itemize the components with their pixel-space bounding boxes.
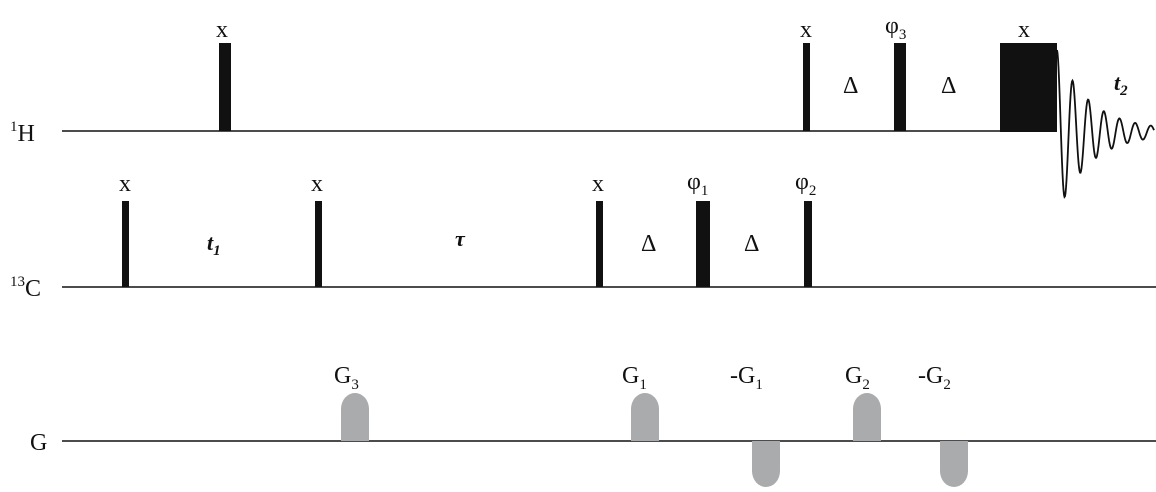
gradient-g2	[853, 393, 881, 441]
gradient-g1-label: G1	[622, 363, 647, 393]
gradient-g2-label: G2	[845, 363, 870, 393]
c13-delay-t1: t1	[207, 230, 221, 259]
c13-pulse-5	[804, 201, 812, 287]
gradient-g1	[631, 393, 659, 441]
gradient-minus-g2	[940, 441, 968, 487]
h1-decoupling-block	[1000, 43, 1057, 132]
gradient-g3-label: G3	[334, 363, 359, 393]
c13-pulse-2	[315, 201, 322, 287]
c13-phase-5: φ2	[795, 169, 816, 199]
gradient-minus-g2-label: -G2	[918, 363, 951, 393]
c13-pulse-1	[122, 201, 129, 287]
c13-channel: 13C x t1 x τ x Δ φ1 Δ φ2	[10, 169, 1156, 302]
gradient-minus-g1	[752, 441, 780, 487]
h1-channel-label: 1H	[10, 119, 35, 147]
c13-phase-1: x	[119, 171, 131, 197]
c13-pulse-180	[696, 201, 710, 287]
c13-phase-2: x	[311, 171, 323, 197]
c13-pulse-3	[596, 201, 603, 287]
h1-pulse-180	[894, 43, 906, 131]
c13-delay-tau: τ	[455, 226, 466, 251]
h1-phase-2: x	[800, 17, 812, 43]
c13-phase-3: x	[592, 171, 604, 197]
h1-phase-3: φ3	[885, 13, 906, 43]
gradient-minus-g1-label: -G1	[730, 363, 763, 393]
h1-pulse-90-1	[219, 43, 231, 131]
c13-delay-1: Δ	[641, 231, 656, 257]
gradient-g3	[341, 393, 369, 441]
h1-pulse-90-2	[803, 43, 810, 131]
h1-delay-1: Δ	[843, 73, 858, 99]
c13-delay-2: Δ	[744, 231, 759, 257]
h1-channel: 1H x x Δ φ3 Δ x t2	[10, 13, 1155, 199]
fid-signal	[1056, 49, 1155, 199]
c13-channel-label: 13C	[10, 274, 41, 302]
g-channel-label: G	[30, 430, 47, 456]
gradient-channel: G G3 G1 -G1 G2 -G2	[30, 363, 1156, 487]
h1-delay-2: Δ	[941, 73, 956, 99]
h1-phase-4: x	[1018, 17, 1030, 43]
acquisition-label: t2	[1114, 70, 1128, 99]
c13-phase-4: φ1	[687, 169, 708, 199]
h1-phase-1: x	[216, 17, 228, 43]
